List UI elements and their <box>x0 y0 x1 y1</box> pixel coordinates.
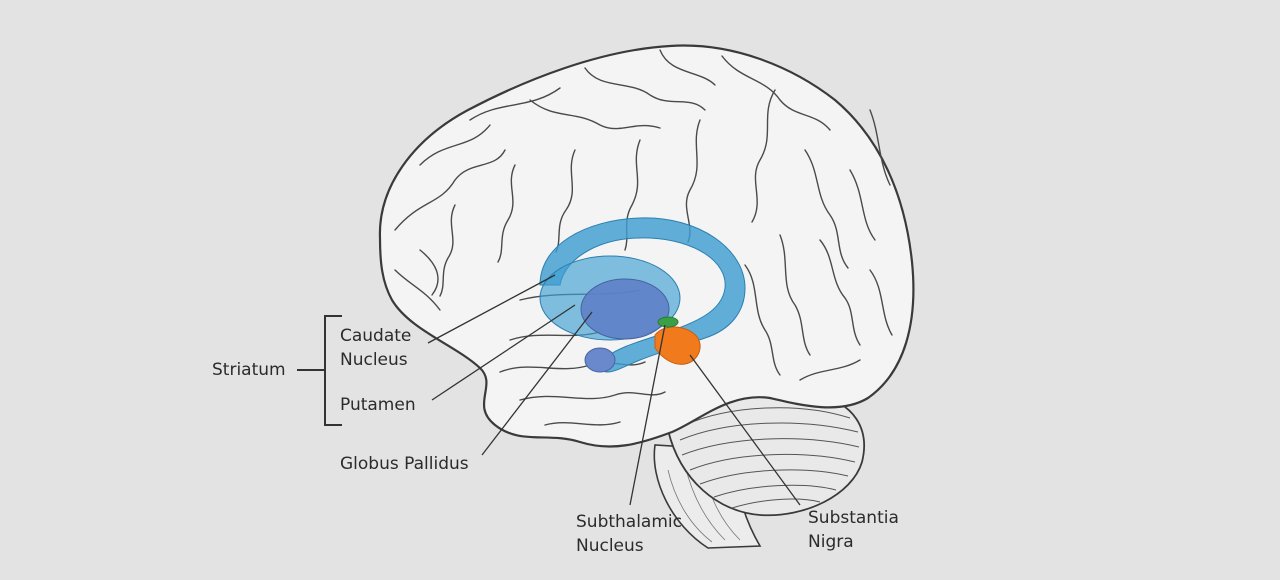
cerebrum <box>380 46 913 447</box>
label-subthalamic-nucleus: Subthalamic Nucleus <box>576 510 682 558</box>
subthalamic-nucleus <box>658 317 678 327</box>
subthalamic-line-1: Subthalamic <box>576 510 682 534</box>
globus-pallidus <box>581 279 669 339</box>
label-substantia-nigra: Substantia Nigra <box>808 506 899 554</box>
caudate-line-2: Nucleus <box>340 348 411 372</box>
caudate-tail-knob <box>585 348 615 372</box>
caudate-line-1: Caudate <box>340 324 411 348</box>
substantia-line-1: Substantia <box>808 506 899 530</box>
subthalamic-line-2: Nucleus <box>576 534 682 558</box>
label-caudate-nucleus: Caudate Nucleus <box>340 324 411 372</box>
substantia-line-2: Nigra <box>808 530 899 554</box>
label-putamen: Putamen <box>340 393 416 417</box>
striatum-bracket <box>297 316 342 425</box>
label-striatum: Striatum <box>212 358 286 382</box>
globus-pallidus-text: Globus Pallidus <box>340 454 469 474</box>
label-globus-pallidus: Globus Pallidus <box>340 452 469 476</box>
striatum-text: Striatum <box>212 360 286 380</box>
putamen-text: Putamen <box>340 395 416 415</box>
